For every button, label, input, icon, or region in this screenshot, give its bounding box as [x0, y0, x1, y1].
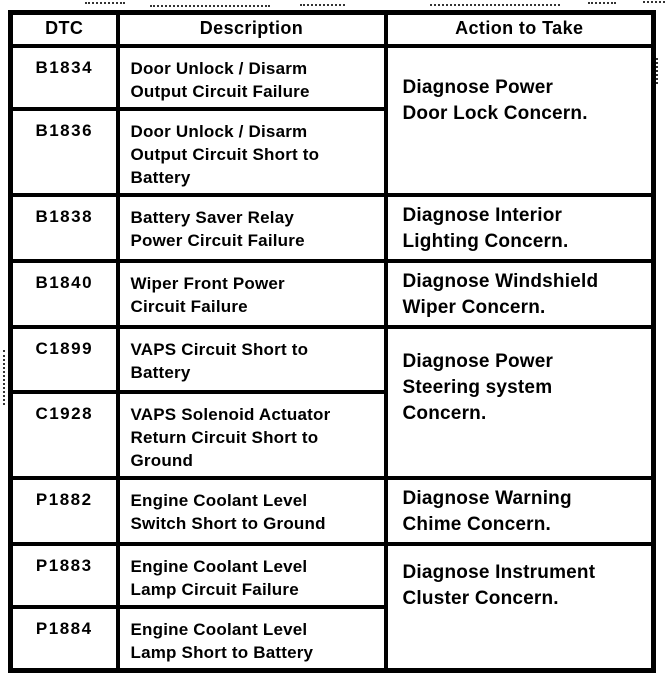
description-cell: Door Unlock / Disarm Output Circuit Shor…: [115, 106, 388, 197]
description-cell: Engine Coolant Level Lamp Circuit Failur…: [115, 541, 388, 609]
scan-artifact: [150, 5, 270, 7]
table-row: P1882 Engine Coolant Level Switch Short …: [8, 475, 656, 546]
description-cell: Battery Saver Relay Power Circuit Failur…: [115, 192, 388, 263]
action-cell: Diagnose Power Steering system Concern.: [383, 324, 656, 480]
action-cell: Diagnose Power Door Lock Concern.: [383, 43, 656, 197]
description-cell: Engine Coolant Level Switch Short to Gro…: [115, 475, 388, 546]
dtc-cell: B1838: [8, 192, 120, 263]
header-row: DTC Description Action to Take: [8, 10, 656, 48]
col-header-description: Description: [115, 10, 388, 48]
table-row: B1836 Door Unlock / Disarm Output Circui…: [8, 106, 654, 197]
scan-artifact: [300, 4, 345, 6]
scan-artifact: [85, 2, 125, 4]
description-cell: Door Unlock / Disarm Output Circuit Fail…: [115, 43, 388, 111]
table-row: P1883 Engine Coolant Level Lamp Circuit …: [8, 541, 656, 672]
scan-artifact: [643, 1, 665, 3]
scan-artifact: [656, 58, 658, 84]
dtc-cell: P1882: [8, 475, 120, 546]
scanned-page: { "table": { "headers": ["DTC", "Descrip…: [3, 1, 665, 673]
col-header-dtc: DTC: [8, 10, 120, 48]
table-row: C1899 VAPS Circuit Short to Battery Diag…: [8, 324, 656, 480]
description-cell: VAPS Solenoid Actuator Return Circuit Sh…: [115, 389, 388, 480]
col-header-action: Action to Take: [383, 10, 656, 48]
action-cell: Diagnose Instrument Cluster Concern.: [383, 541, 656, 672]
scan-artifact: [588, 2, 616, 4]
dtc-cell: B1840: [8, 258, 120, 329]
dtc-cell: B1834: [8, 43, 120, 111]
dtc-cell: B1836: [8, 106, 120, 197]
action-cell: Diagnose Interior Lighting Concern.: [383, 192, 656, 263]
scan-artifact: [3, 350, 5, 405]
description-cell: VAPS Circuit Short to Battery: [115, 324, 388, 394]
table-row: C1928 VAPS Solenoid Actuator Return Circ…: [8, 389, 654, 480]
dtc-table: DTC Description Action to Take B1834 Doo…: [8, 10, 656, 673]
table-row: B1838 Battery Saver Relay Power Circuit …: [8, 192, 656, 263]
scan-artifact: [430, 4, 560, 6]
dtc-cell: P1883: [8, 541, 120, 609]
table-row: B1840 Wiper Front Power Circuit Failure …: [8, 258, 656, 329]
action-cell: Diagnose Warning Chime Concern.: [383, 475, 656, 546]
description-cell: Wiper Front Power Circuit Failure: [115, 258, 388, 329]
dtc-cell: C1928: [8, 389, 120, 480]
description-cell: Engine Coolant Level Lamp Short to Batte…: [115, 604, 388, 672]
dtc-cell: P1884: [8, 604, 120, 672]
table-row: B1834 Door Unlock / Disarm Output Circui…: [8, 43, 656, 197]
action-cell: Diagnose Windshield Wiper Concern.: [383, 258, 656, 329]
dtc-cell: C1899: [8, 324, 120, 394]
